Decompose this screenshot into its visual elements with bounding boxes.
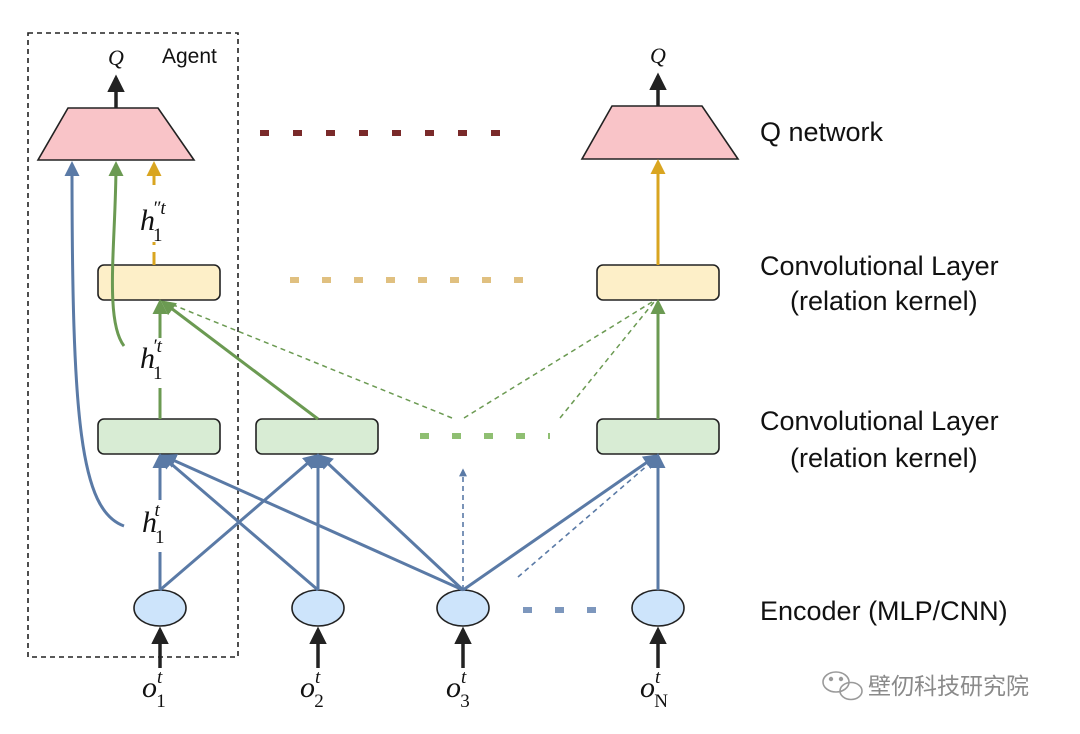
agent-box [27,32,239,658]
watermark: 壁仞科技研究院 [822,671,1029,701]
edge-enc3-conv1aN [462,454,659,592]
edge-enc3-conv1a2 [317,453,465,592]
edge-dashed-to-conv1aN [517,457,657,578]
label-q-network: Q network [760,117,884,147]
edge-dashed-mid-to-conv2aN [463,301,653,419]
q-symbol-1: Q [108,45,124,70]
conv2-box-agentN [596,264,720,301]
encoder-agent2 [291,589,345,627]
conv1-box-agent1 [97,418,221,455]
skip-encoder-to-q [64,161,125,528]
label-conv2-line1: Convolutional Layer [760,251,999,281]
q-symbol-N: Q [650,43,666,68]
h-label: h1t [142,500,165,548]
encoder-to-conv1-edges [152,453,666,592]
watermark-text: 壁仞科技研究院 [868,674,1029,700]
encoder-agent1 [133,589,187,627]
edge-dashed-right-to-conv2aN [559,301,655,419]
encoder-agent3 [436,589,490,627]
skip-conv1-to-q [108,161,126,347]
conv1-box-agentN [596,418,720,455]
label-conv1-line1: Convolutional Layer [760,406,999,436]
h-prime-label: h1′t [140,336,163,384]
encoder-agentN [631,589,685,627]
label-conv1-line2: (relation kernel) [790,443,978,473]
edge-conv1a2-conv2a1 [160,300,319,421]
conv2-box-agent1 [97,264,221,301]
label-encoder: Encoder (MLP/CNN) [760,596,1008,626]
edge-enc3-conv1a1 [161,454,464,592]
agent-label: Agent [162,45,217,68]
edge-dashed-mid-to-conv2a1 [165,301,453,419]
q-network-agent1 [36,107,196,161]
h-double-prime-label: h1″t [140,198,166,246]
label-conv2-line2: (relation kernel) [790,286,978,316]
edge-enc2-conv1a1 [159,454,319,592]
wechat-icon [822,671,863,701]
q-network-agentN [580,105,740,160]
conv1-box-agent2 [255,418,379,455]
